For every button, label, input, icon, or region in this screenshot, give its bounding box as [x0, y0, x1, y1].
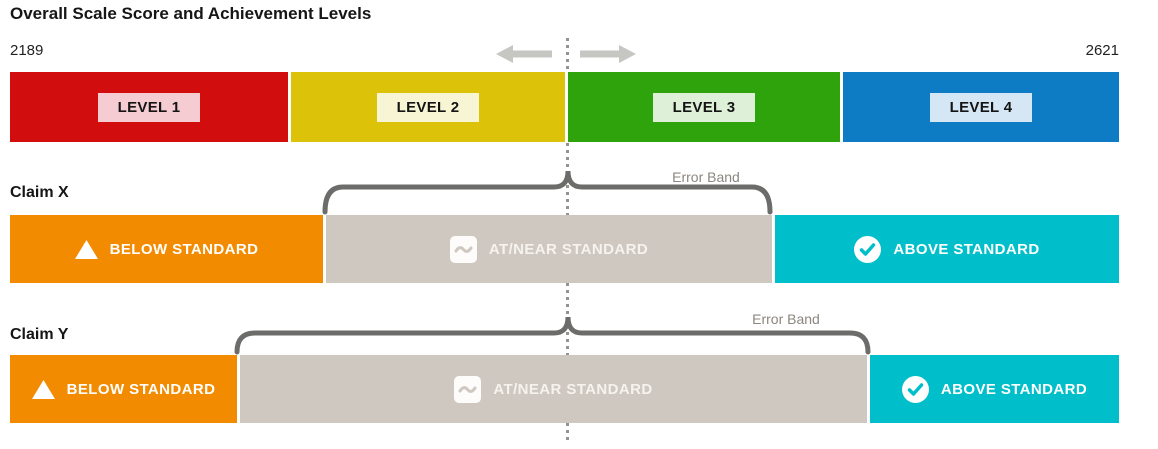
below-standard-label: BELOW STANDARD: [66, 380, 216, 398]
claim-y-label: Claim Y: [10, 326, 69, 343]
claim-x-below-standard-segment: BELOW STANDARD: [10, 215, 323, 283]
above-standard-label: ABOVE STANDARD: [940, 380, 1088, 398]
level-4-badge: LEVEL 4: [929, 92, 1033, 122]
warning-triangle-icon: [31, 379, 55, 399]
scale-max-score: 2621: [1085, 42, 1119, 59]
level-4-segment: LEVEL 4: [843, 72, 1119, 142]
right-arrow-icon: [580, 45, 636, 63]
at-near-standard-label: AT/NEAR STANDARD: [488, 240, 649, 258]
warning-triangle-icon: [74, 239, 98, 259]
claim-x-at-near-standard-segment: AT/NEAR STANDARD: [326, 215, 772, 283]
claim-x-error-band-label: Error Band: [672, 169, 740, 185]
claim-x-above-standard-segment: ABOVE STANDARD: [775, 215, 1119, 283]
at-near-standard-label: AT/NEAR STANDARD: [493, 380, 653, 398]
claim-y-above-standard-segment: ABOVE STANDARD: [870, 355, 1119, 423]
level-1-segment: LEVEL 1: [10, 72, 288, 142]
scale-min-score: 2189: [10, 42, 44, 59]
level-3-segment: LEVEL 3: [568, 72, 840, 142]
check-circle-icon: [901, 375, 929, 403]
claim-y-error-band-brace: [234, 316, 871, 355]
claim-y-below-standard-segment: BELOW STANDARD: [10, 355, 237, 423]
level-3-badge: LEVEL 3: [652, 92, 756, 122]
achievement-levels-bar: LEVEL 1 LEVEL 2 LEVEL 3 LEVEL 4: [10, 72, 1119, 142]
page-title: Overall Scale Score and Achievement Leve…: [10, 4, 372, 23]
claim-x-error-band-brace: [322, 170, 773, 215]
tilde-icon: [449, 235, 477, 263]
claim-y-error-band-label: Error Band: [752, 311, 820, 327]
claim-y-at-near-standard-segment: AT/NEAR STANDARD: [240, 355, 867, 423]
above-standard-label: ABOVE STANDARD: [893, 240, 1040, 258]
level-1-badge: LEVEL 1: [97, 92, 201, 122]
check-circle-icon: [854, 235, 882, 263]
left-arrow-icon: [496, 45, 552, 63]
level-2-badge: LEVEL 2: [376, 92, 480, 122]
tilde-icon: [454, 375, 482, 403]
claim-x-label: Claim X: [10, 184, 69, 201]
below-standard-label: BELOW STANDARD: [109, 240, 259, 258]
claim-y-bar: BELOW STANDARD AT/NEAR STANDARD ABOVE ST…: [10, 355, 1119, 423]
claim-x-bar: BELOW STANDARD AT/NEAR STANDARD ABOVE ST…: [10, 215, 1119, 283]
level-2-segment: LEVEL 2: [291, 72, 565, 142]
